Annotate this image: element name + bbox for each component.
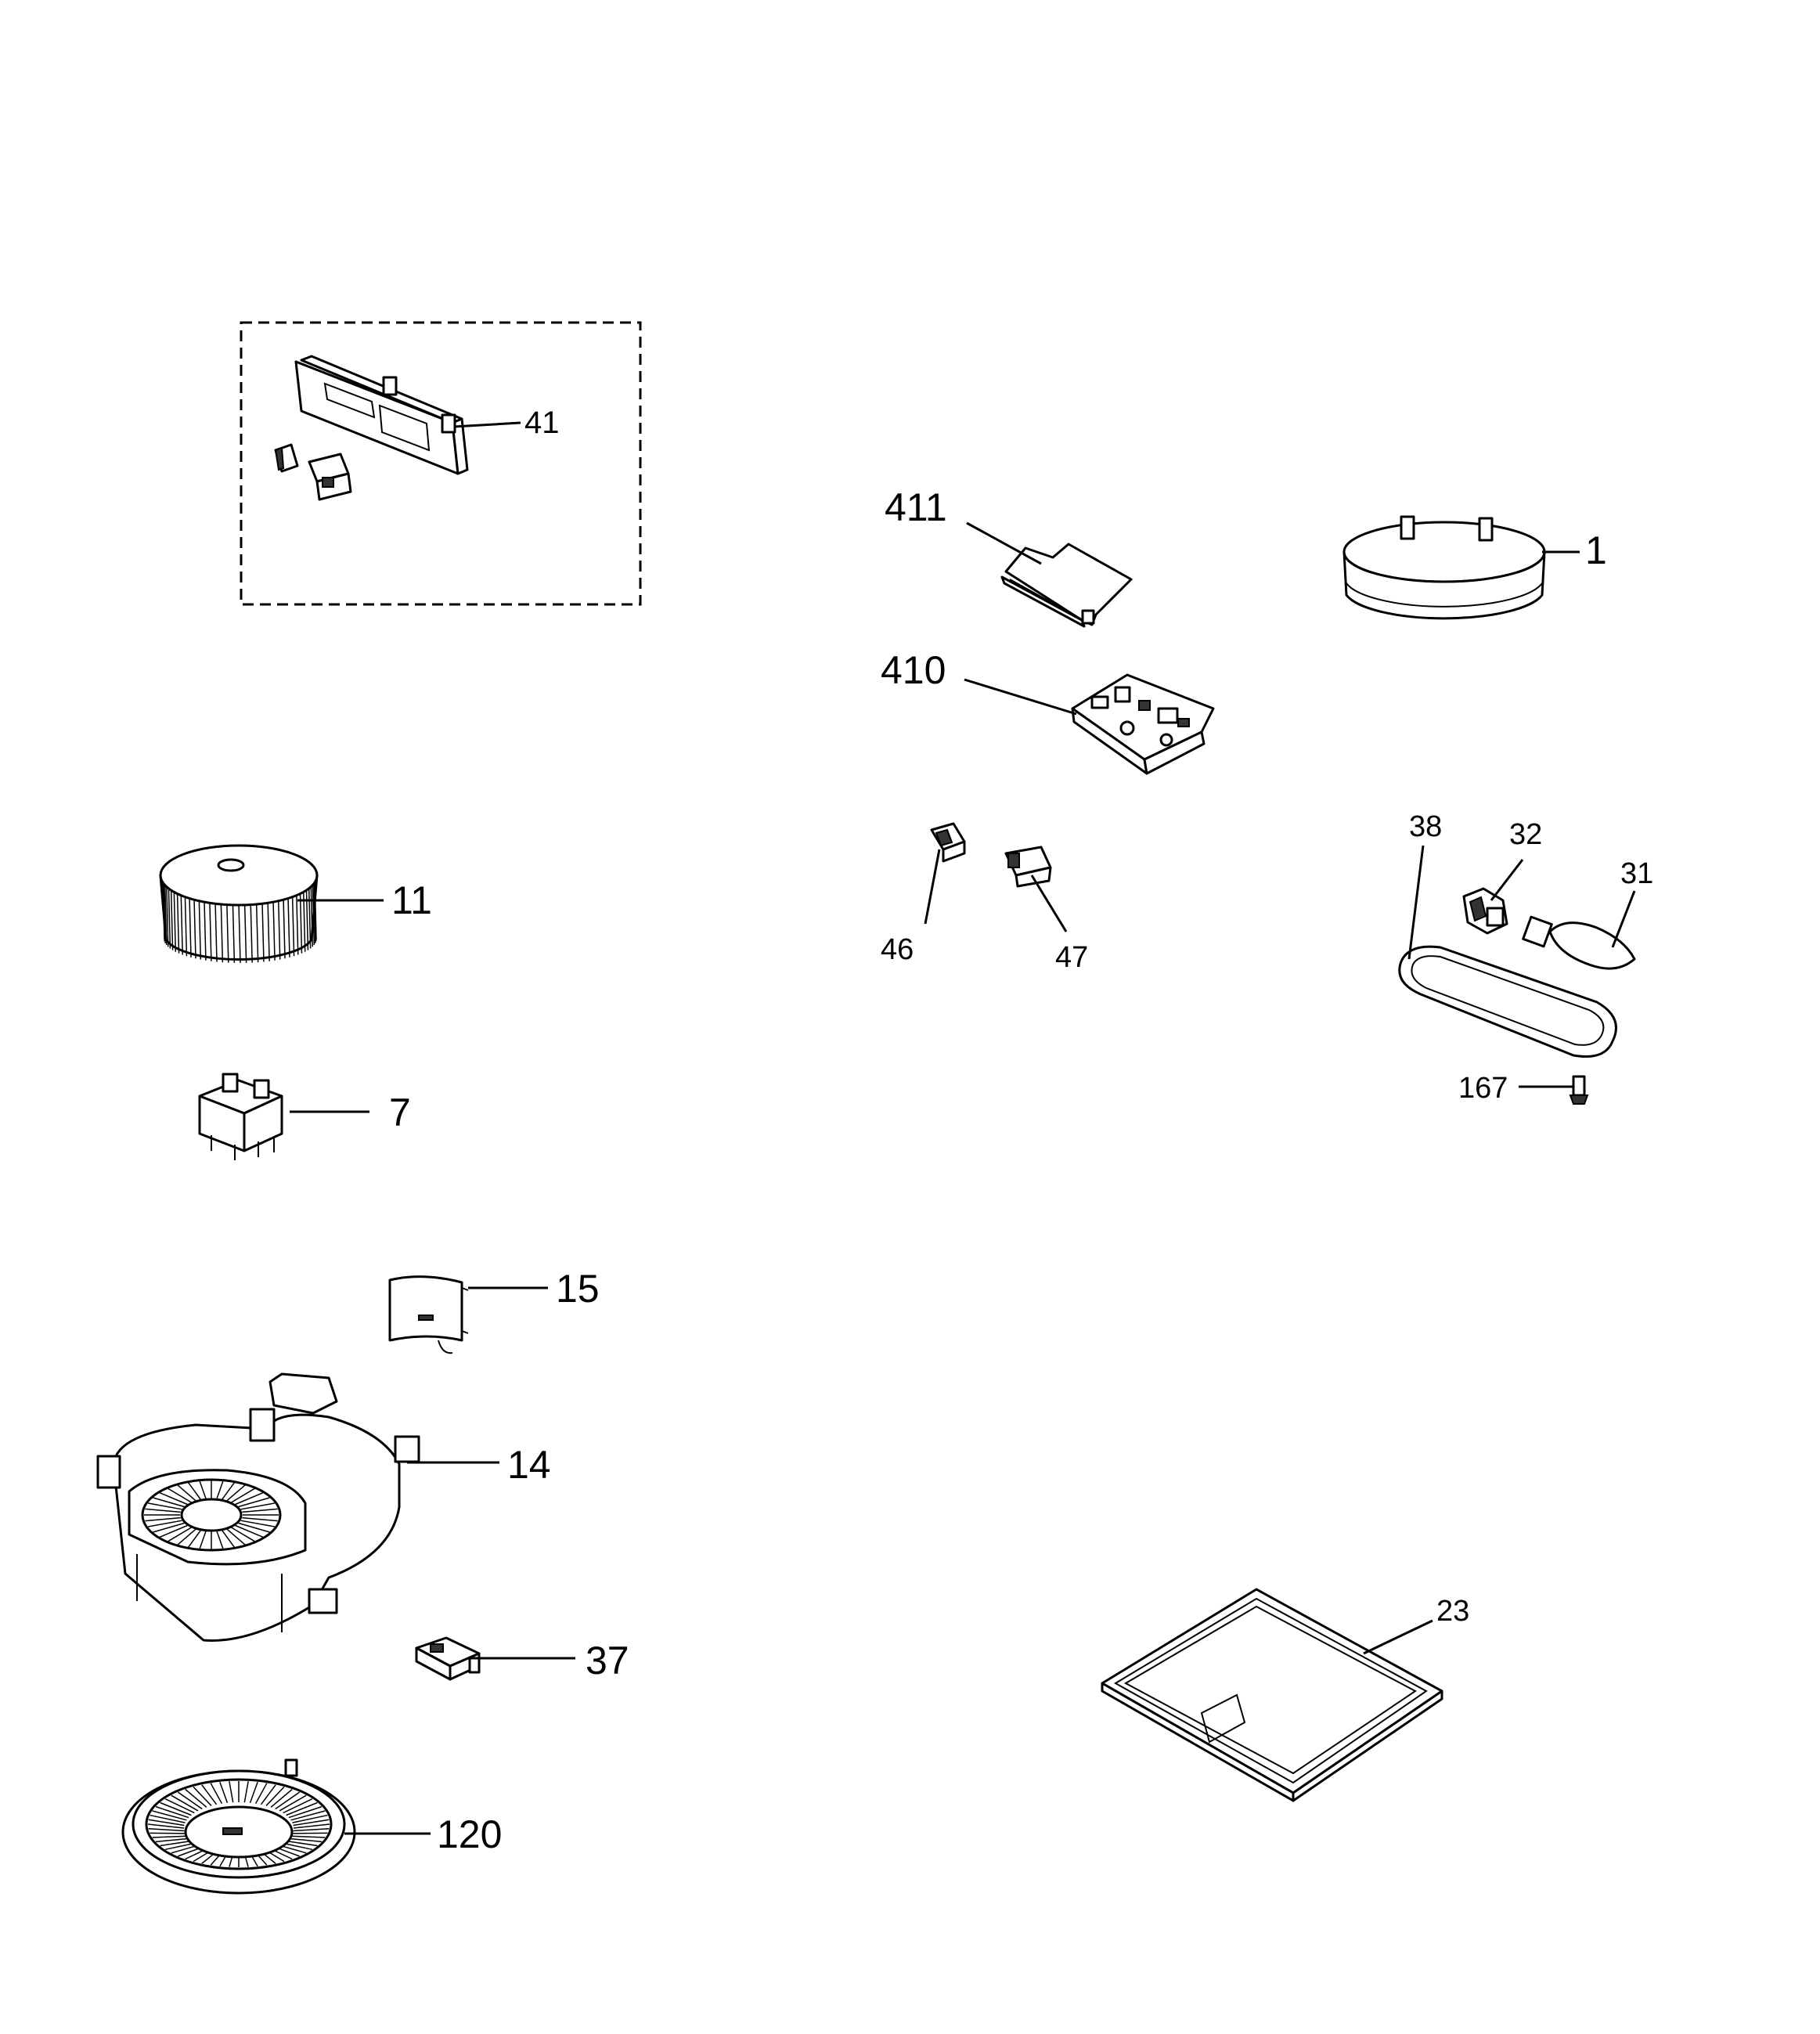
callout-1: 1 xyxy=(1585,528,1607,572)
callout-7: 7 xyxy=(389,1091,411,1134)
callout-11: 11 xyxy=(391,878,432,922)
part-37-terminal-block xyxy=(415,1636,481,1681)
control-panel-icon xyxy=(294,355,469,475)
part-23-grease-filter xyxy=(1101,1588,1443,1802)
callout-31: 31 xyxy=(1620,857,1653,890)
callout-23: 23 xyxy=(1436,1595,1469,1628)
kit-boundary-box xyxy=(240,321,642,606)
callout-47: 47 xyxy=(1055,941,1088,974)
callout-410: 410 xyxy=(881,648,946,692)
part-411-pcb-cover xyxy=(1000,543,1133,628)
callout-411: 411 xyxy=(885,485,947,529)
part-14-blower-housing xyxy=(96,1372,420,1642)
part-41-control-panel-assembly xyxy=(240,321,642,606)
part-167-screw xyxy=(1569,1075,1589,1105)
part-38-lamp-lens-gasket xyxy=(1398,945,1617,1058)
part-47-switch-connector xyxy=(1004,846,1052,888)
part-31-light-bulb xyxy=(1522,915,1636,970)
part-32-lamp-socket xyxy=(1462,887,1508,935)
part-1-duct-collar-ring xyxy=(1342,515,1546,620)
leader-lines xyxy=(290,421,1636,1835)
callout-167: 167 xyxy=(1458,1072,1508,1105)
callout-32: 32 xyxy=(1509,818,1542,851)
callout-38: 38 xyxy=(1409,810,1442,843)
callout-46: 46 xyxy=(881,933,914,966)
callout-120: 120 xyxy=(437,1812,502,1856)
callout-15: 15 xyxy=(556,1267,600,1311)
callout-14: 14 xyxy=(507,1443,551,1487)
part-410-control-board xyxy=(1071,673,1215,775)
part-7-capacitor-motor xyxy=(198,1073,283,1160)
part-11-blower-wheel xyxy=(159,844,319,964)
callout-labels: 41 411 1 410 11 38 32 31 46 47 167 7 15 … xyxy=(389,406,1653,1856)
part-15-damper-flap xyxy=(388,1275,469,1354)
callout-37: 37 xyxy=(586,1639,629,1682)
switch-clip-icon xyxy=(274,443,352,501)
part-46-rocker-switch xyxy=(930,822,966,863)
callout-41: 41 xyxy=(524,406,560,440)
part-120-charcoal-filter xyxy=(121,1758,356,1895)
